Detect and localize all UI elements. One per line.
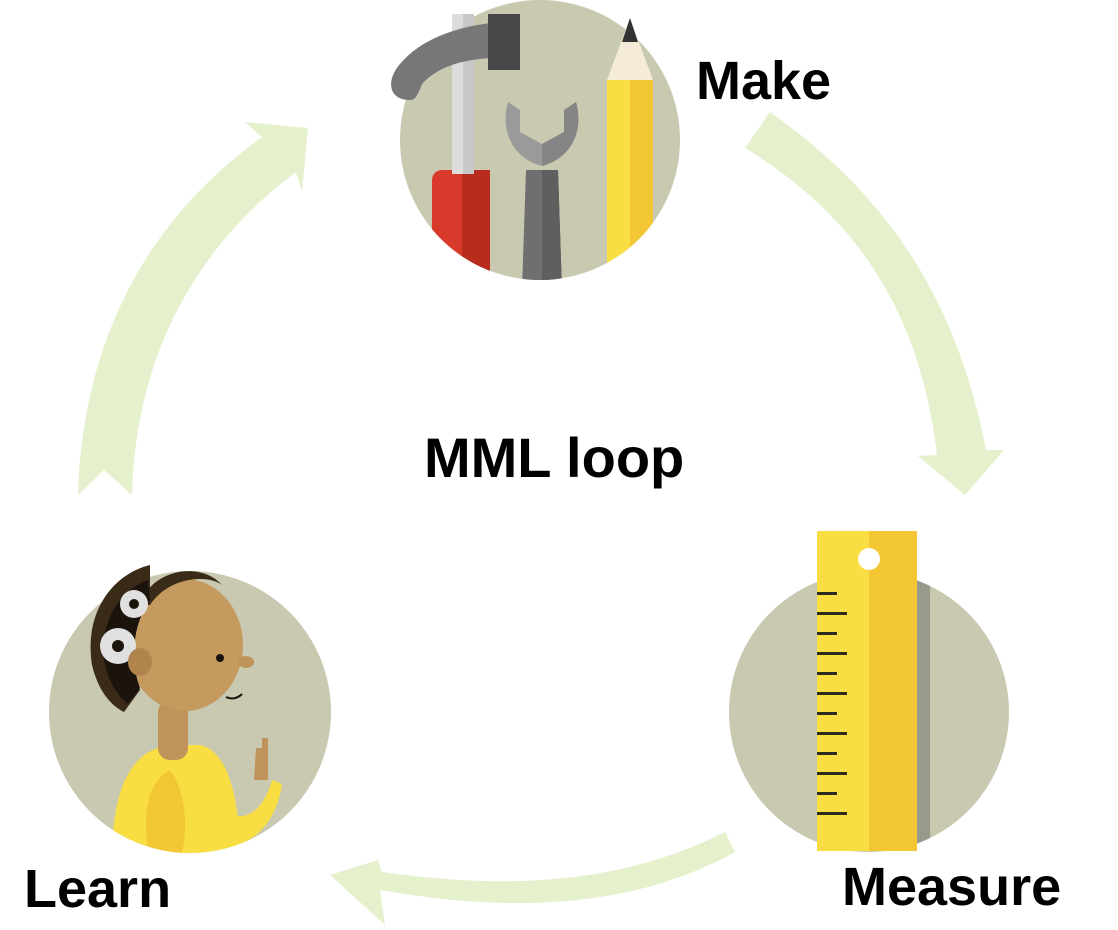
ruler-tick	[817, 812, 847, 815]
ruler-tick	[817, 712, 837, 715]
learn-badge	[49, 565, 331, 853]
arrow-measure-to-learn	[330, 832, 735, 925]
ruler-tick	[817, 592, 837, 595]
tools-icon	[391, 14, 653, 280]
make-badge	[391, 0, 680, 280]
measure-badge	[729, 531, 1009, 852]
thinking-person-icon	[90, 565, 282, 853]
ruler-tick	[817, 792, 837, 795]
ruler-tick	[817, 612, 847, 615]
step-label-learn: Learn	[24, 859, 172, 919]
ruler-tick	[817, 732, 847, 735]
ruler-icon	[817, 531, 930, 851]
ruler-tick	[817, 772, 847, 775]
arrow-learn-to-make	[78, 122, 308, 495]
cycle-arrows	[78, 112, 1004, 925]
step-label-measure: Measure	[842, 857, 1062, 917]
ruler-tick	[817, 632, 837, 635]
ruler-ticks	[817, 592, 847, 815]
step-label-make: Make	[696, 51, 832, 111]
ruler-tick	[817, 692, 847, 695]
diagram-title: MML loop	[424, 426, 685, 489]
ruler-tick	[817, 652, 847, 655]
ruler-tick	[817, 752, 837, 755]
ruler-tick	[817, 672, 837, 675]
arrow-make-to-measure	[745, 112, 1004, 495]
